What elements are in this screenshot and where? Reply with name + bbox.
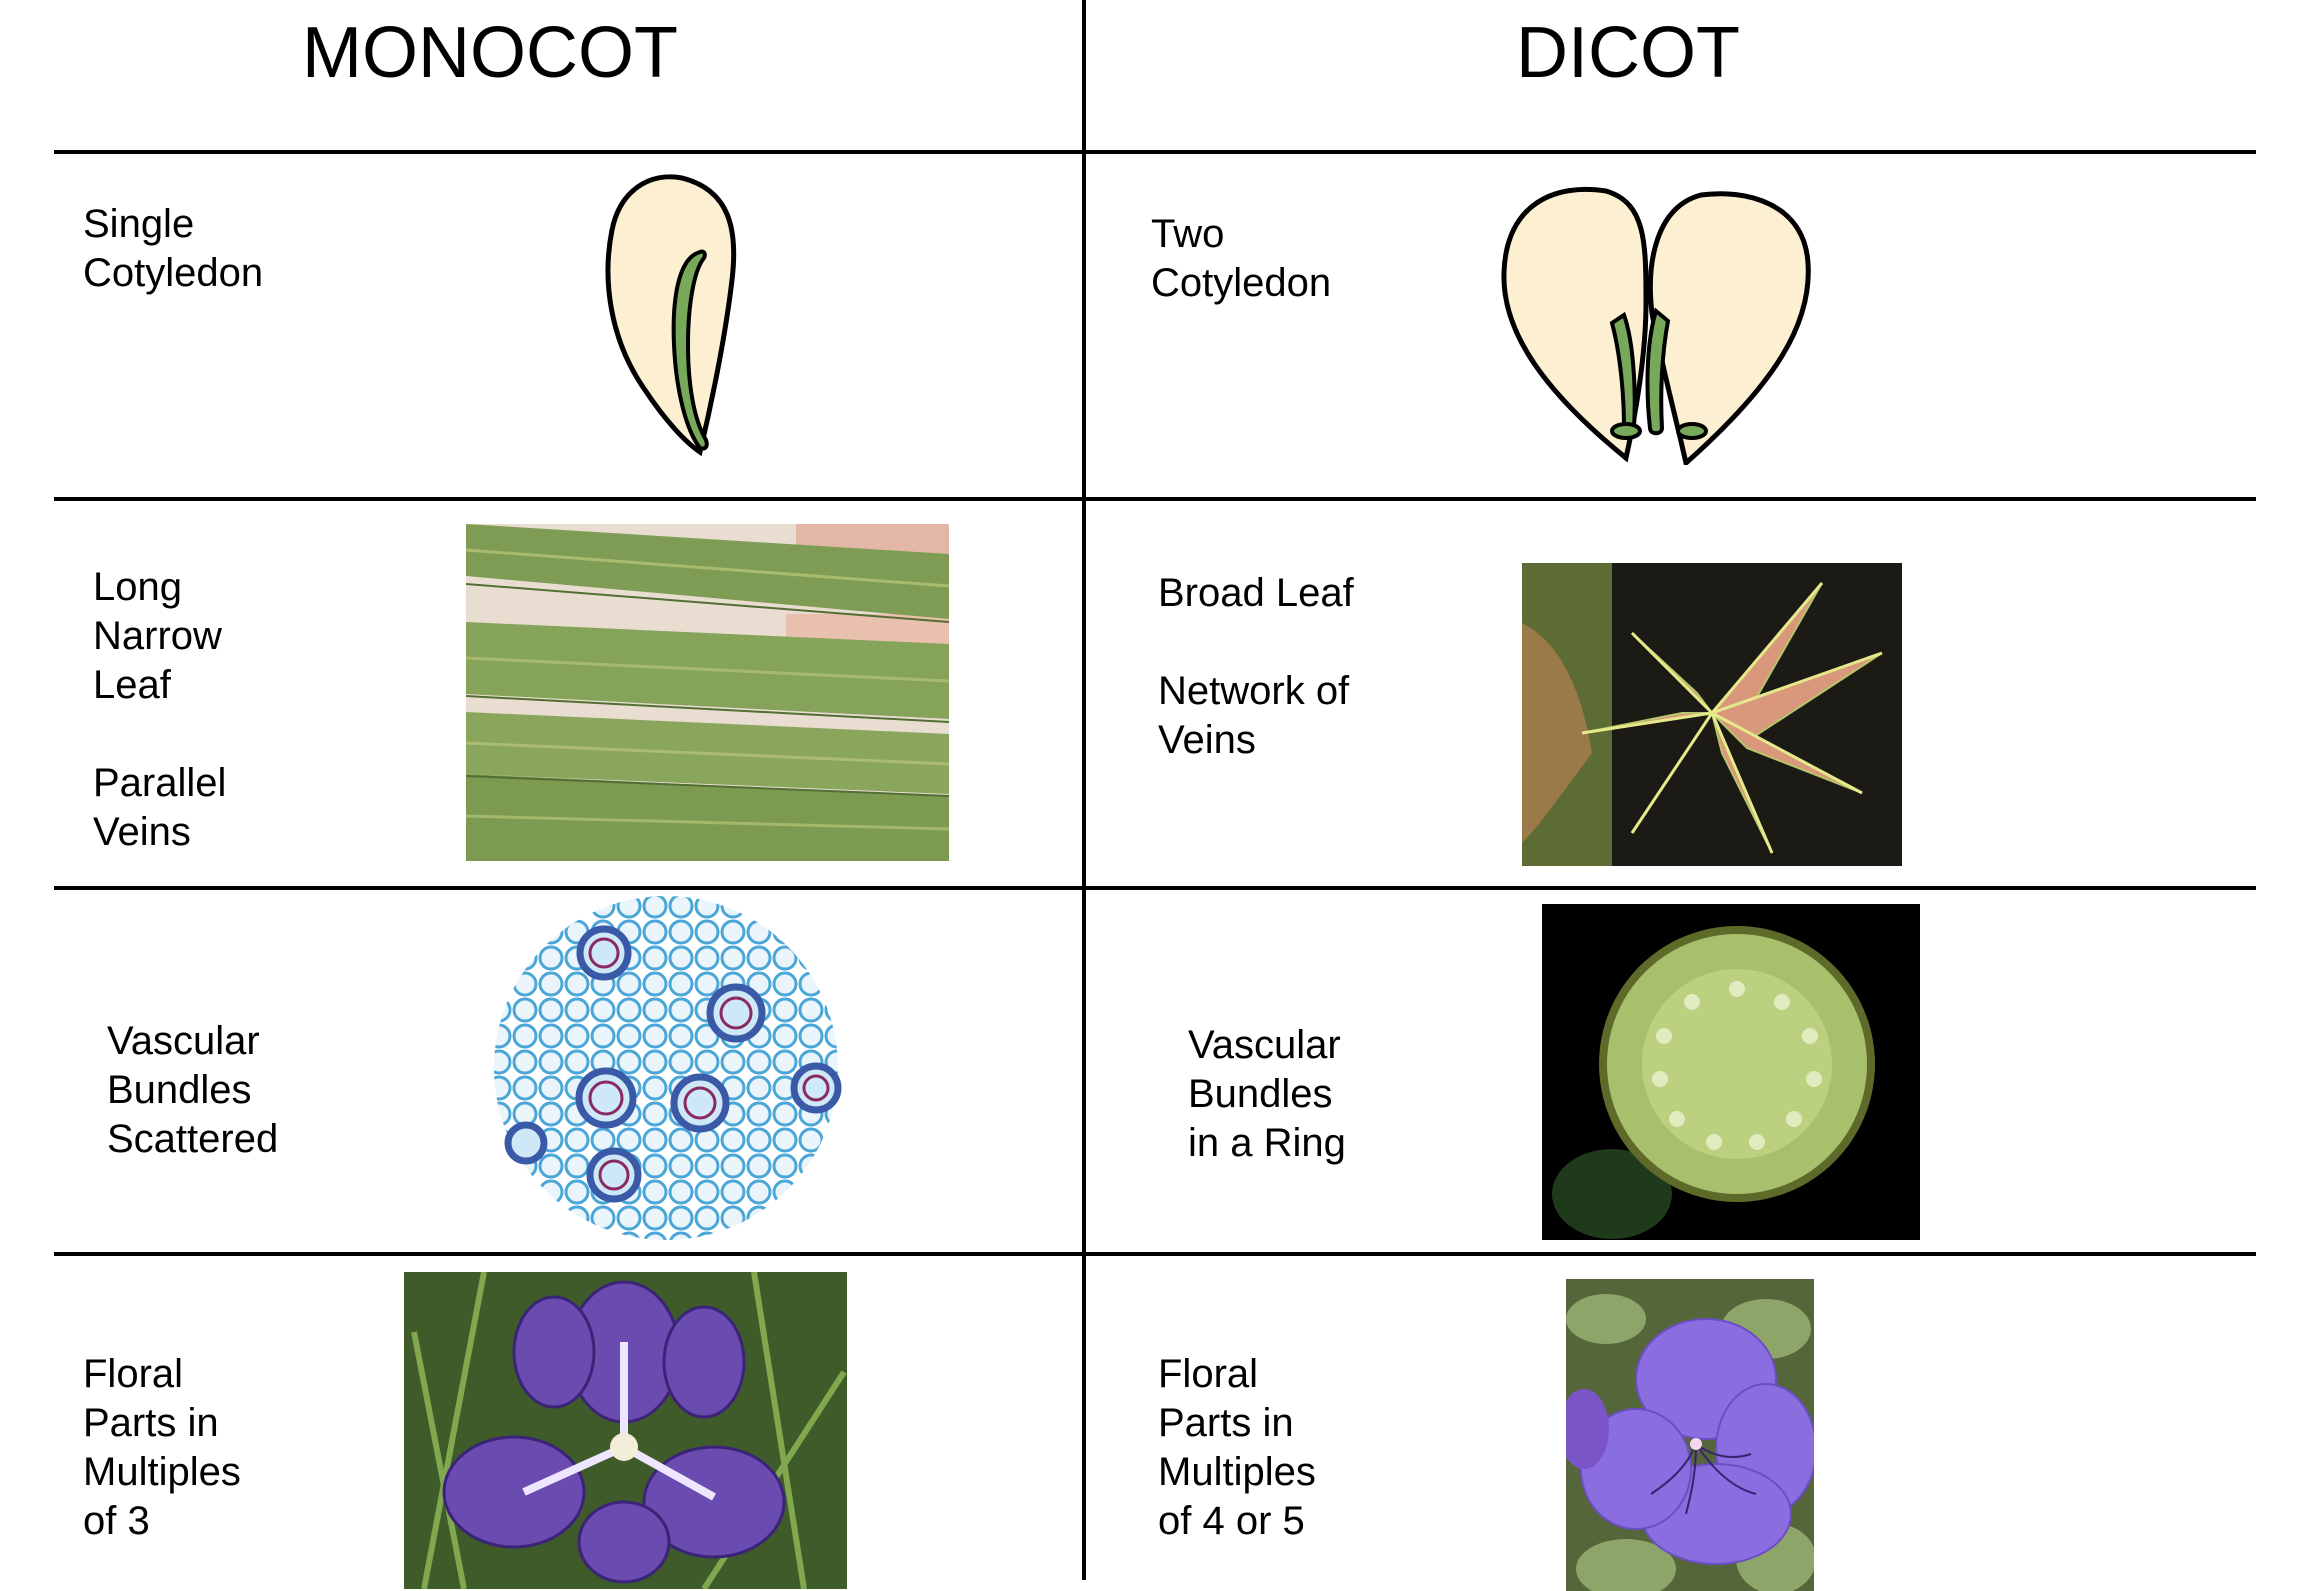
- monocot-leaf-label: Long Narrow Leaf Parallel Veins: [93, 565, 227, 854]
- dicot-floral-label: Floral Parts in Multiples of 4 or 5: [1158, 1352, 1316, 1543]
- monocot-cotyledon-label: Single Cotyledon: [83, 202, 264, 295]
- two-cotyledon-seed-diagram: [1496, 183, 1816, 465]
- dicot-cotyledon-label: Two Cotyledon: [1151, 212, 1332, 305]
- monocot-floral-label: Floral Parts in Multiples of 3: [83, 1352, 241, 1543]
- dicot-stem-cross-section-photo: [1542, 904, 1920, 1240]
- row-divider-1: [54, 150, 2256, 154]
- monocot-header: MONOCOT: [302, 13, 678, 93]
- monocot-stem-cross-section-photo: [486, 893, 846, 1243]
- row-divider-3: [54, 886, 2256, 890]
- dicot-header: DICOT: [1516, 13, 1740, 93]
- monocot-vascular-label: Vascular Bundles Scattered: [107, 1019, 279, 1161]
- tibouchina-flower-photo: [1566, 1279, 1814, 1591]
- row-divider-2: [54, 497, 2256, 501]
- single-cotyledon-seed-diagram: [590, 170, 770, 460]
- iris-flower-photo: [404, 1272, 847, 1589]
- broad-leaf-photo: [1522, 563, 1902, 866]
- narrow-leaf-photo: [466, 524, 949, 861]
- dicot-vascular-label: Vascular Bundles in a Ring: [1188, 1023, 1346, 1165]
- row-divider-4: [54, 1252, 2256, 1256]
- dicot-leaf-label: Broad Leaf Network of Veins: [1158, 571, 1354, 762]
- center-divider: [1082, 0, 1086, 1580]
